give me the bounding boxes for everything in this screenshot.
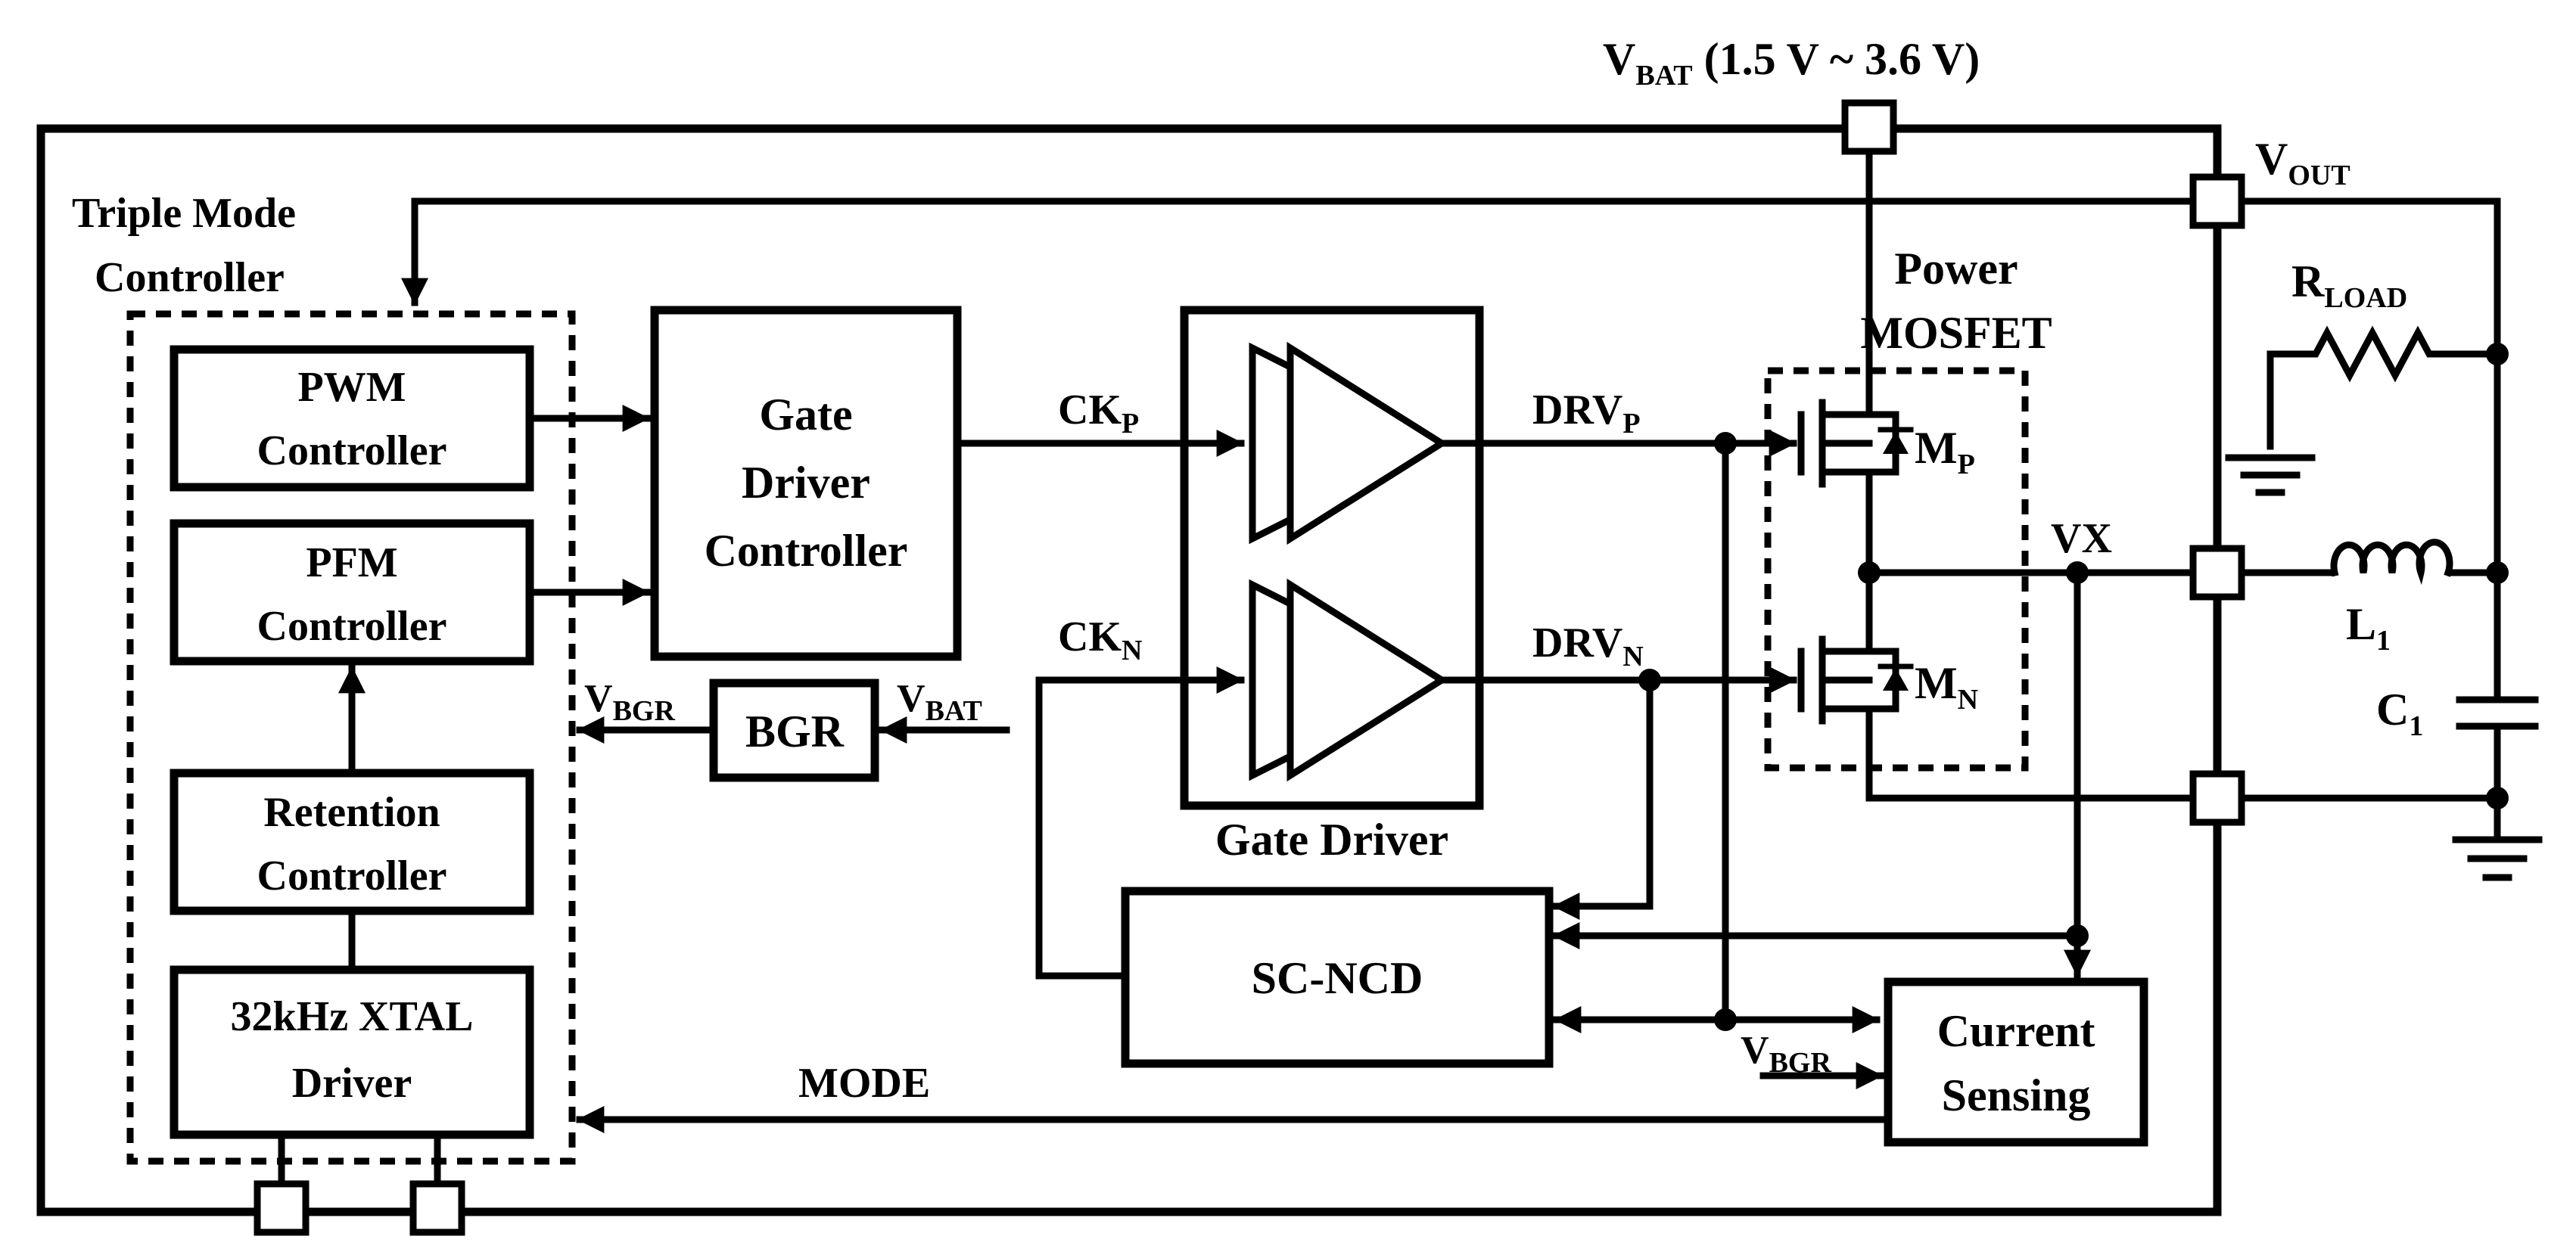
drvn-label: DRVN: [1532, 620, 1644, 672]
vbgr-left-label: VBGR: [584, 677, 675, 727]
rload-node: [2486, 343, 2509, 365]
current-sensing-label-1: Current: [1937, 1006, 2095, 1056]
gdc-label-3: Controller: [705, 526, 908, 576]
vx-to-scncd-wire: [1551, 569, 2081, 949]
xtal-pin2-pad: [409, 1180, 465, 1236]
c1-label: C1: [2376, 685, 2423, 742]
pfm-controller-block: [170, 519, 534, 666]
retention-label-2: Controller: [257, 853, 447, 899]
mn-transistor: [1797, 624, 1914, 734]
output-ground-icon: [2452, 794, 2543, 881]
pwm-label-1: PWM: [297, 364, 406, 411]
vout-node-l1: [2486, 561, 2509, 584]
sc-ncd-label: SC-NCD: [1252, 953, 1423, 1003]
retention-controller-block: [170, 769, 534, 915]
xtal-label-2: Driver: [292, 1060, 412, 1107]
vbgr-cs-label: VBGR: [1741, 1029, 1831, 1079]
vbat-main-label: VBAT (1.5 V ~ 3.6 V): [1603, 34, 1980, 92]
vout-pad: [2189, 173, 2245, 229]
rload-ground-icon: [2225, 454, 2316, 496]
sc-ncd-block: [1121, 887, 1554, 1068]
vout-to-controller-wire: [401, 197, 2197, 306]
mode-label: MODE: [798, 1060, 930, 1107]
drvp-label: DRVP: [1532, 387, 1641, 440]
ckn-label: CKN: [1058, 613, 1142, 666]
xtal-driver-block: [170, 965, 534, 1139]
bgr-label: BGR: [745, 707, 845, 756]
drvn-to-scncd-wire: [1551, 676, 1654, 920]
retention-label-1: Retention: [263, 789, 440, 836]
gate-driver-controller-block: [650, 306, 962, 661]
current-sensing-label-2: Sensing: [1942, 1070, 2091, 1120]
chip-boundary: [36, 124, 2222, 1216]
triple-mode-label-line2: Controller: [95, 254, 285, 301]
vbat-bgr-label: VBAT: [897, 677, 982, 727]
xtal-pin1-pad: [254, 1180, 310, 1236]
gate-driver-label: Gate Driver: [1215, 815, 1448, 865]
current-sensing-block: [1884, 977, 2148, 1147]
gdc-label-1: Gate: [759, 390, 852, 440]
gnd-pad: [2189, 770, 2245, 826]
ckp-label: CKP: [1058, 387, 1139, 440]
triple-mode-label-line1: Triple Mode: [72, 190, 296, 237]
gate-driver-buffer-p: [1286, 341, 1448, 545]
rload-label: RLOAD: [2291, 256, 2407, 314]
pfm-label-2: Controller: [257, 603, 447, 650]
inductor-l1: [2330, 539, 2453, 586]
xtal-label-1: 32kHz XTAL: [231, 993, 474, 1040]
bgr-block: [709, 679, 879, 782]
gate-driver-buffer-n: [1286, 578, 1448, 782]
power-mosfet-label-2: MOSFET: [1860, 308, 2052, 358]
vbat-pad: [1841, 99, 1897, 155]
mn-source-to-gnd-pad: [1865, 726, 2217, 802]
pfm-label-1: PFM: [306, 539, 397, 586]
mn-label: MN: [1915, 658, 1978, 716]
power-mosfet-label-1: Power: [1894, 244, 2018, 294]
mp-transistor: [1797, 390, 1914, 499]
gdc-label-2: Driver: [742, 458, 870, 508]
vx-pad: [2189, 545, 2245, 601]
pwm-label-2: Controller: [257, 427, 447, 474]
drvp-node-scncd: [1714, 1008, 1737, 1031]
l1-label: L1: [2346, 599, 2391, 657]
power-mosfet-region: [1764, 367, 2029, 772]
vout-label: VOUT: [2255, 134, 2350, 191]
rload-resistor: [2266, 325, 2501, 450]
mp-label: MP: [1915, 423, 1975, 480]
triple-mode-controller-region: [126, 310, 576, 1165]
ckn-wire: [1035, 666, 1245, 980]
vx-label: VX: [2051, 515, 2112, 562]
